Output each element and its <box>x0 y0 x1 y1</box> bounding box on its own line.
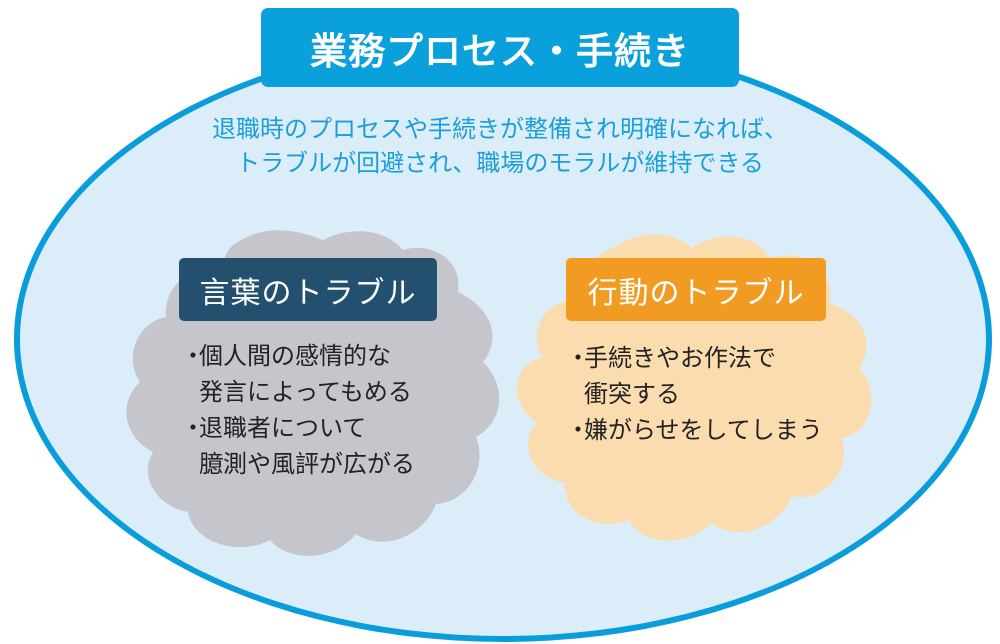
bullet-marker: ・ <box>181 414 205 442</box>
bullet-marker: ・ <box>566 344 590 372</box>
title-text: 業務プロセス・手続き <box>310 29 690 73</box>
list-item-line: 衝突する <box>584 380 680 408</box>
word-trouble-label: 言葉のトラブル <box>179 258 437 321</box>
action-trouble-label-text: 行動のトラブル <box>587 275 805 311</box>
word-trouble-list: ・ 個人間の感情的な 発言によってもめる ・ 退職者について 臆測や風評が広がる <box>181 338 415 482</box>
list-item: ・ 手続きやお作法で 衝突する <box>566 340 823 412</box>
action-trouble-label: 行動のトラブル <box>566 258 826 321</box>
list-item-line: 個人間の感情的な <box>199 342 391 370</box>
list-item: ・ 退職者について 臆測や風評が広がる <box>181 410 415 482</box>
bullet-marker: ・ <box>566 416 590 444</box>
list-item-line: 嫌がらせをしてしまう <box>584 416 823 444</box>
list-item: ・ 嫌がらせをしてしまう <box>566 412 823 448</box>
list-item-line: 退職者について <box>199 414 367 442</box>
subtitle-line: 退職時のプロセスや手続きが整備され明確になれば、 <box>212 115 788 143</box>
word-trouble-label-text: 言葉のトラブル <box>199 275 417 311</box>
subtitle-line: トラブルが回避され、職場のモラルが維持できる <box>236 149 764 177</box>
list-item-line: 手続きやお作法で <box>584 344 776 372</box>
subtitle: 退職時のプロセスや手続きが整備され明確になれば、 トラブルが回避され、職場のモラ… <box>150 112 850 180</box>
list-item-line: 臆測や風評が広がる <box>199 450 415 478</box>
title-banner: 業務プロセス・手続き <box>261 8 739 87</box>
list-item: ・ 個人間の感情的な 発言によってもめる <box>181 338 415 410</box>
action-trouble-list: ・ 手続きやお作法で 衝突する ・ 嫌がらせをしてしまう <box>566 340 823 448</box>
list-item-line: 発言によってもめる <box>199 378 412 406</box>
bullet-marker: ・ <box>181 342 205 370</box>
